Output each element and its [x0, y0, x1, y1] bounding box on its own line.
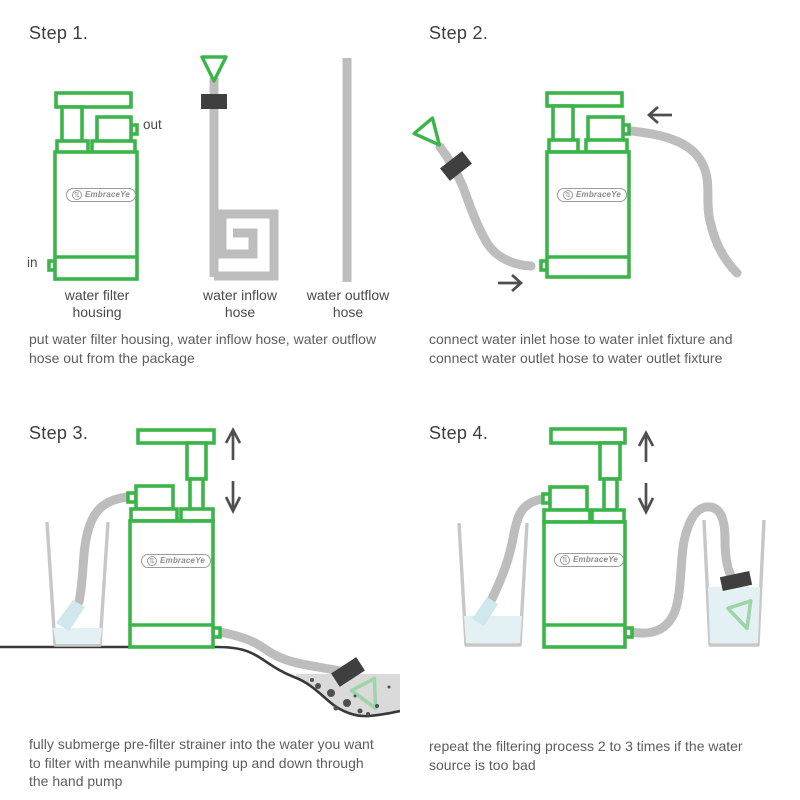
pump-shaft-upper — [185, 441, 208, 481]
label-water-filter-housing: water filter housing — [64, 287, 130, 320]
step-2-panel: Step 2. ⇅ EmbraceYe connect water inlet … — [400, 0, 800, 400]
water-stream — [56, 600, 85, 631]
outlet-box — [95, 115, 133, 144]
pump-handle — [136, 428, 216, 445]
step-caption: fully submerge pre-filter strainer into … — [29, 736, 374, 789]
step-2-diagram — [412, 91, 742, 293]
step-3-panel: Step 3. ⇅ EmbraceYe fully submerge pre-f… — [0, 400, 400, 800]
out-port-label: out — [143, 117, 162, 132]
pump-shaft — [551, 104, 575, 143]
water-stream — [472, 597, 498, 626]
water-cup-left — [457, 522, 529, 647]
down-arrow-icon — [224, 481, 242, 515]
pump-handle — [549, 427, 627, 445]
step-1-diagram — [47, 55, 352, 282]
pre-filter-strainer — [201, 94, 227, 109]
water-filter-housing — [541, 427, 634, 649]
pump-shaft-lower — [188, 477, 205, 512]
step-title: Step 4. — [429, 423, 489, 443]
pump-shaft — [60, 105, 84, 144]
cup-water-left — [464, 616, 522, 643]
water-filter-housing — [539, 91, 631, 279]
water-filter-housing — [126, 428, 222, 649]
pre-filter-strainer — [719, 571, 753, 591]
step-caption: repeat the filtering process 2 to 3 time… — [429, 738, 743, 773]
brand-name: EmbraceYe — [85, 190, 131, 199]
funnel-icon — [412, 116, 442, 147]
water-inflow-hose — [215, 627, 349, 677]
brand-name: EmbraceYe — [160, 556, 206, 565]
debris-dots — [310, 678, 391, 716]
brand-name: EmbraceYe — [573, 555, 619, 564]
brand-mark-icon: ⇅ — [147, 556, 157, 566]
water-outflow-hose — [486, 494, 547, 606]
water-inlet-hose — [412, 116, 536, 271]
step-title: Step 2. — [429, 23, 489, 43]
coiled-hose — [214, 209, 279, 281]
step-1-panel: Step 1. out in ⇅ EmbraceYe water filter … — [0, 0, 400, 400]
housing-body — [53, 150, 139, 281]
water-outlet-hose — [626, 126, 742, 278]
in-port-label: in — [27, 255, 38, 270]
funnel-icon — [726, 599, 753, 631]
water-outflow-hose — [74, 492, 132, 607]
brand-logo: ⇅ EmbraceYe — [557, 188, 628, 202]
cup-water — [53, 628, 102, 644]
step-title: Step 3. — [29, 423, 89, 443]
right-arrow-icon — [498, 273, 524, 293]
water-cup-right — [702, 519, 766, 647]
brand-logo: ⇅ EmbraceYe — [66, 188, 137, 202]
up-arrow-icon — [224, 427, 242, 460]
pump-handle — [545, 91, 624, 108]
step-4-diagram — [457, 427, 766, 649]
left-arrow-icon — [646, 105, 672, 125]
brand-logo: ⇅ EmbraceYe — [141, 554, 212, 568]
label-water-outflow-hose: water outflow hose — [306, 287, 390, 320]
water-cup — [45, 521, 110, 647]
up-arrow-icon — [637, 430, 655, 462]
funnel-icon — [200, 55, 228, 83]
water-inflow-hose — [626, 502, 736, 638]
funnel-icon — [349, 676, 378, 711]
step-caption: put water filter housing, water inflow h… — [29, 331, 377, 366]
pump-shaft-lower — [602, 477, 619, 512]
step-4-panel: Step 4. ⇅ EmbraceYe repeat the filtering… — [400, 400, 800, 800]
pump-handle — [54, 91, 133, 109]
brand-logo: ⇅ EmbraceYe — [554, 553, 625, 567]
down-arrow-icon — [637, 483, 655, 516]
housing-body — [542, 520, 627, 649]
outlet-box — [586, 115, 625, 143]
brand-mark-icon: ⇅ — [560, 555, 570, 565]
outlet-box — [548, 485, 589, 512]
brand-name: EmbraceYe — [576, 190, 622, 199]
pump-shaft-upper — [598, 441, 622, 481]
step-3-diagram — [0, 427, 400, 718]
water-filter-housing — [47, 91, 139, 281]
outlet-box — [134, 484, 175, 511]
ground-line — [0, 645, 400, 718]
water-inflow-hose — [200, 55, 279, 281]
step-caption: connect water inlet hose to water inlet … — [429, 331, 733, 366]
label-water-inflow-hose: water inflow hose — [203, 287, 277, 320]
pre-filter-strainer — [331, 657, 365, 687]
brand-mark-icon: ⇅ — [72, 190, 82, 200]
pre-filter-strainer — [440, 151, 472, 181]
housing-body — [128, 519, 215, 649]
step-title: Step 1. — [29, 23, 89, 43]
brand-mark-icon: ⇅ — [563, 190, 573, 200]
